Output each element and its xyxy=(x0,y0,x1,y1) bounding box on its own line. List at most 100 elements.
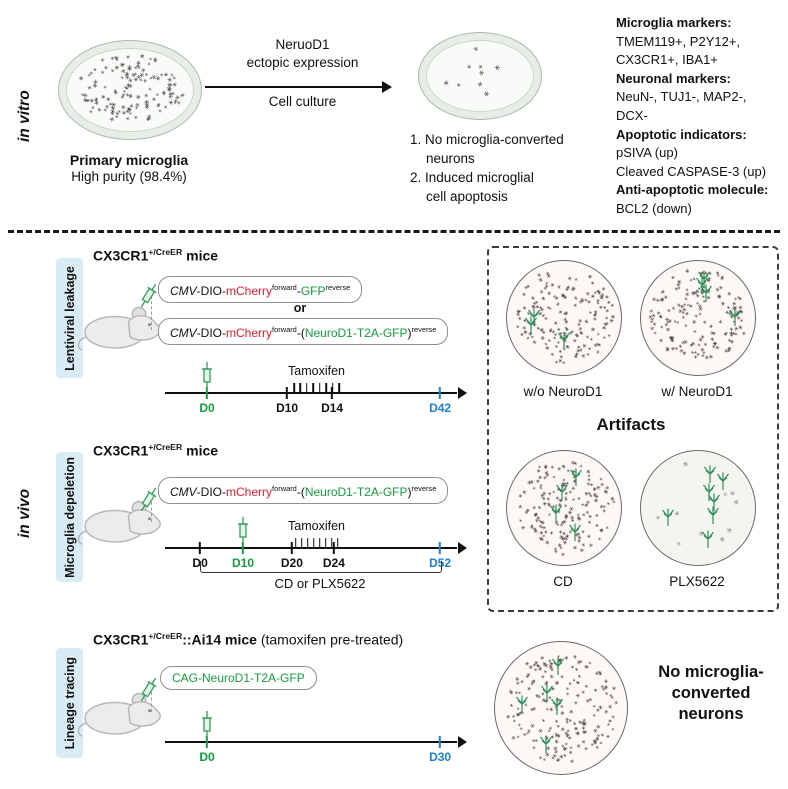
cell-glyph: * xyxy=(677,458,691,473)
cell-glyph: * xyxy=(604,495,616,505)
cell-glyph: * xyxy=(717,490,729,502)
cell-glyph: * xyxy=(593,668,604,677)
cell-glyph: * xyxy=(468,44,481,57)
cell-glyph: * xyxy=(176,92,185,101)
cell-glyph: * xyxy=(691,349,699,358)
brain-section-cd: ****************************************… xyxy=(506,450,622,566)
cell-glyph: * xyxy=(602,732,612,743)
cell-glyph: * xyxy=(583,490,594,498)
petri-dish-primary-microglia: ****************************************… xyxy=(58,40,202,140)
panel-label-text: Lentiviral leakage xyxy=(62,265,77,371)
cell-glyph: * xyxy=(461,62,474,73)
text-line: BCL2 (down) xyxy=(616,200,692,216)
cell-glyph: * xyxy=(583,508,590,519)
artifacts-title: Artifacts xyxy=(596,415,666,434)
cell-glyph: * xyxy=(552,521,561,529)
cell-glyph: * xyxy=(547,327,558,337)
mouse-illustration xyxy=(76,298,166,361)
text-segment: reverse xyxy=(411,325,437,334)
cell-glyph: * xyxy=(541,462,550,473)
cell-glyph: * xyxy=(523,727,533,737)
timeline-arrow-head xyxy=(458,542,467,554)
text-segment: forward xyxy=(272,325,297,334)
cell-glyph: * xyxy=(527,706,539,713)
cell-glyph: * xyxy=(596,536,603,545)
cell-glyph: * xyxy=(139,91,151,100)
cell-glyph: * xyxy=(120,82,132,91)
text-line: Anti-apoptotic molecule: xyxy=(616,182,769,198)
converted-neuron-glyph xyxy=(539,683,555,703)
cell-glyph: * xyxy=(599,709,610,716)
text-line: CX3CR1+, IBA1+ xyxy=(616,52,718,68)
cell-glyph: * xyxy=(538,489,548,500)
cell-glyph: * xyxy=(547,673,555,685)
cell-glyph: * xyxy=(584,532,592,543)
text-line: pSIVA (up) xyxy=(616,145,678,161)
text-segment: reverse xyxy=(325,283,351,292)
cells: ****************************************… xyxy=(641,261,755,375)
cell-glyph: * xyxy=(686,278,694,286)
cell-glyph: * xyxy=(607,713,617,723)
cell-glyph: * xyxy=(525,479,533,491)
cell-glyph: * xyxy=(565,459,577,470)
cell-glyph: * xyxy=(667,273,677,284)
cell-glyph: * xyxy=(588,712,597,719)
syringe-icon xyxy=(201,711,214,738)
cell-glyph: * xyxy=(575,680,581,689)
cell-glyph: * xyxy=(723,524,734,540)
marker-summary-list: Microglia markers:TMEM119+, P2Y12+,CX3CR… xyxy=(616,14,786,219)
cell-glyph: * xyxy=(570,293,581,305)
cell-glyph: * xyxy=(144,61,152,70)
circle-label-wo-neurod1: w/o NeuroD1 xyxy=(523,384,603,399)
converted-neuron-glyph xyxy=(705,505,721,525)
cell-glyph: * xyxy=(662,319,671,326)
cell-glyph: * xyxy=(532,467,543,477)
panel-label-microglia-depletion: Microglia depeletion xyxy=(56,452,83,582)
cell-glyph: * xyxy=(542,304,552,312)
cell-glyph: * xyxy=(125,110,133,119)
syringe-icon xyxy=(201,362,214,389)
mouse-illustration xyxy=(76,492,166,555)
text-line: DCX- xyxy=(616,107,648,123)
cell-glyph: * xyxy=(681,286,691,296)
cell-glyph: * xyxy=(550,331,558,340)
cell-glyph: * xyxy=(548,350,555,361)
cell-glyph: * xyxy=(112,55,121,66)
cell-glyph: * xyxy=(604,298,613,309)
timeline-line xyxy=(165,547,457,549)
cell-glyph: * xyxy=(568,677,577,684)
cell-glyph: * xyxy=(522,282,532,293)
text-segment: -DIO- xyxy=(196,284,226,298)
cell-glyph: * xyxy=(532,693,543,700)
cell-glyph: * xyxy=(584,273,594,285)
cell-glyph: * xyxy=(538,475,549,481)
cell-glyph: * xyxy=(548,489,557,497)
timeline-tick xyxy=(205,736,209,748)
converted-neuron-glyph xyxy=(514,694,530,714)
tamoxifen-tick xyxy=(300,538,303,547)
cell-glyph: * xyxy=(542,289,554,299)
cell-glyph: * xyxy=(717,300,726,312)
converted-neuron-glyph xyxy=(568,467,584,487)
cell-glyph: * xyxy=(552,738,560,750)
cell-glyph: * xyxy=(592,521,601,532)
cell-glyph: * xyxy=(148,72,158,86)
text-line: TMEM119+, P2Y12+, xyxy=(616,33,741,49)
cell-glyph: * xyxy=(561,283,573,293)
text-segment: CMV xyxy=(170,485,197,499)
cell-glyph: * xyxy=(83,84,94,94)
cell-glyph: * xyxy=(526,338,538,348)
or-label: or xyxy=(293,301,307,315)
section-label-in-vitro: in vitro xyxy=(16,90,33,142)
cell-glyph: * xyxy=(552,756,563,763)
cell-glyph: * xyxy=(589,686,600,695)
text-line: Cleaved CASPASE-3 (up) xyxy=(616,163,767,179)
cell-glyph: * xyxy=(580,745,590,755)
mouse-illustration xyxy=(76,684,166,747)
cell-glyph: * xyxy=(511,310,523,320)
artifacts-box xyxy=(487,246,779,612)
cell-glyph: * xyxy=(605,312,617,323)
converted-neuron-glyph xyxy=(538,734,554,754)
